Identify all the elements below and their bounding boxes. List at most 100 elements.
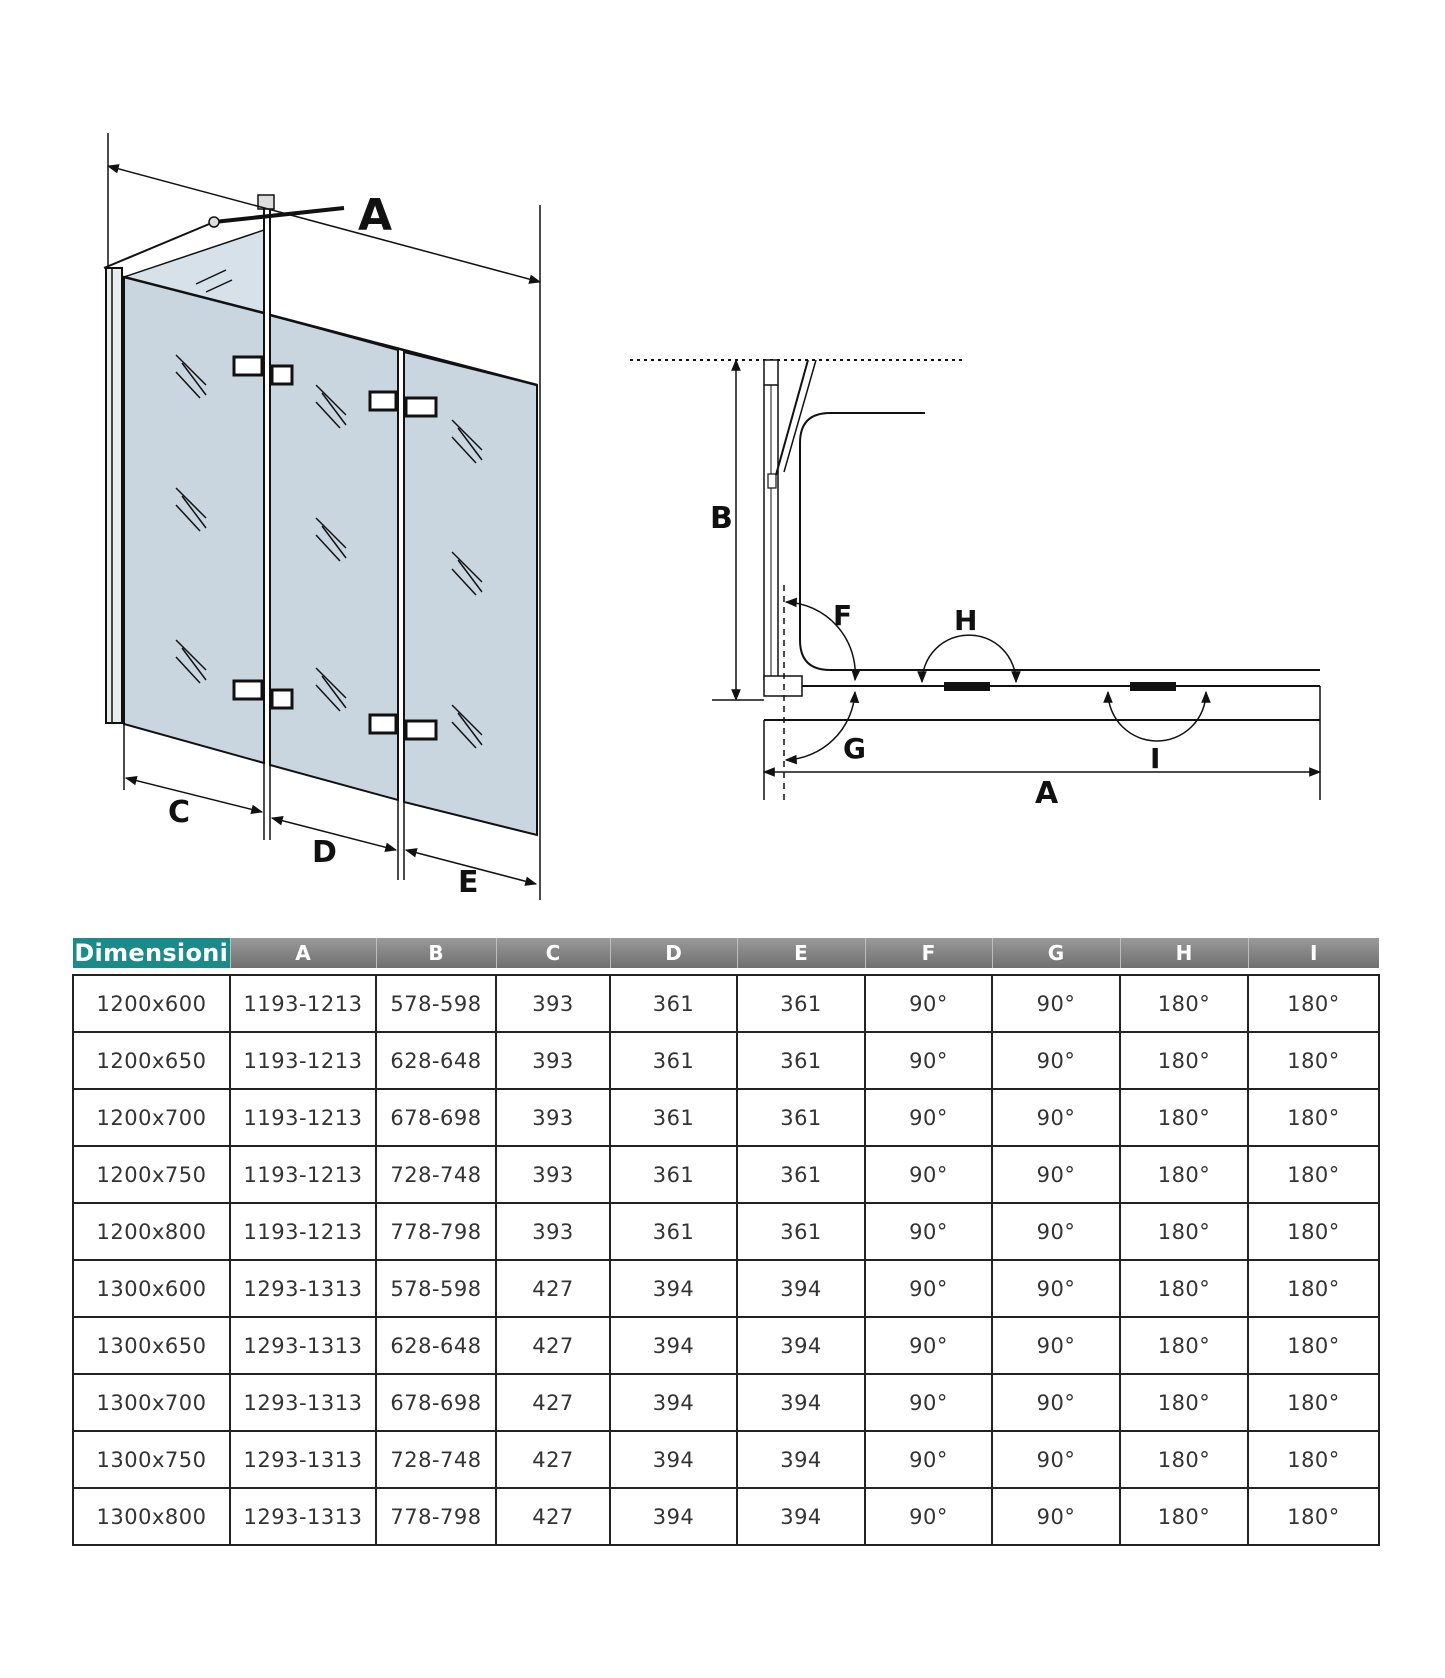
table-cell: 90° [991,1088,1121,1147]
table-cell: 361 [609,1202,738,1261]
table-cell: 1200x700 [72,1088,231,1147]
table-cell: 578-598 [375,974,497,1033]
table-cell: 1300x600 [72,1259,231,1318]
table-cell: 180° [1119,1202,1249,1261]
table-cell: 728-748 [375,1145,497,1204]
column-header: D [609,938,737,968]
column-header: F [864,938,992,968]
table-cell: 1300x650 [72,1316,231,1375]
label-f: F [833,599,852,632]
table-cell: 394 [609,1259,738,1318]
table-cell: 427 [495,1259,611,1318]
table-cell: 180° [1119,1031,1249,1090]
table-cell: 628-648 [375,1031,497,1090]
hinge-icon [1130,682,1176,691]
front-view-diagram: A C D E [103,133,542,900]
label-i: I [1150,742,1160,775]
table-cell: 90° [864,1487,993,1546]
table-cell: 1293-1313 [229,1373,377,1432]
table-cell: 90° [864,1088,993,1147]
table-cell: 1300x800 [72,1487,231,1546]
table-cell: 90° [991,1202,1121,1261]
table-cell: 427 [495,1430,611,1489]
table-cell: 1200x650 [72,1031,231,1090]
support-bar [213,206,345,224]
table-cell: 361 [736,1202,866,1261]
table-cell: 778-798 [375,1487,497,1546]
table-cell: 394 [609,1316,738,1375]
table-cell: 180° [1119,1259,1249,1318]
table-cell: 180° [1247,1031,1380,1090]
table-cell: 427 [495,1316,611,1375]
table-cell: 180° [1119,1487,1249,1546]
table-cell: 180° [1119,1373,1249,1432]
table-cell: 427 [495,1373,611,1432]
label-a: A [358,190,392,241]
table-cell: 1193-1213 [229,1202,377,1261]
table-cell: 394 [736,1316,866,1375]
table-cell: 90° [991,1487,1121,1546]
table-cell: 90° [991,974,1121,1033]
table-cell: 394 [609,1430,738,1489]
table-cell: 180° [1247,1202,1380,1261]
table-cell: 90° [991,1430,1121,1489]
table-cell: 90° [991,1316,1121,1375]
table-cell: 778-798 [375,1202,497,1261]
column-header: G [991,938,1120,968]
glass-hatch-marks [175,269,483,749]
table-cell: 180° [1247,1487,1380,1546]
table-cell: 427 [495,1487,611,1546]
table-cell: 394 [609,1487,738,1546]
table-cell: 361 [609,1145,738,1204]
table-cell: 180° [1247,1373,1380,1432]
table-cell: 180° [1119,1316,1249,1375]
table-cell: 361 [609,1088,738,1147]
table-cell: 393 [495,974,611,1033]
table-cell: 90° [991,1031,1121,1090]
label-h: H [954,604,977,637]
table-cell: 678-698 [375,1088,497,1147]
table-cell: 394 [736,1259,866,1318]
table-cell: 1193-1213 [229,1031,377,1090]
table-cell: 361 [736,974,866,1033]
column-header: Dimensioni [73,938,230,968]
table-cell: 1300x700 [72,1373,231,1432]
table-cell: 1293-1313 [229,1259,377,1318]
table-cell: 578-598 [375,1259,497,1318]
table-cell: 180° [1119,1088,1249,1147]
table-cell: 1193-1213 [229,1088,377,1147]
label-g: G [843,732,866,765]
table-cell: 90° [864,1316,993,1375]
table-cell: 393 [495,1031,611,1090]
table-cell: 394 [609,1373,738,1432]
table-cell: 90° [864,1373,993,1432]
column-header: H [1119,938,1248,968]
table-cell: 180° [1119,1430,1249,1489]
table-cell: 1200x750 [72,1145,231,1204]
table-cell: 1200x800 [72,1202,231,1261]
table-cell: 180° [1247,1316,1380,1375]
table-cell: 393 [495,1088,611,1147]
table-cell: 361 [736,1145,866,1204]
table-cell: 394 [736,1487,866,1546]
column-header: I [1247,938,1379,968]
table-cell: 361 [736,1031,866,1090]
table-cell: 678-698 [375,1373,497,1432]
table-cell: 1300x750 [72,1430,231,1489]
table-cell: 1193-1213 [229,974,377,1033]
column-header: E [736,938,865,968]
label-e: E [458,865,479,900]
table-cell: 180° [1247,1259,1380,1318]
table-cell: 90° [864,1259,993,1318]
table-cell: 1193-1213 [229,1145,377,1204]
table-cell: 90° [991,1259,1121,1318]
wall-profile [105,267,123,724]
hinge-icon [232,355,438,741]
table-cell: 90° [864,974,993,1033]
table-cell: 1293-1313 [229,1316,377,1375]
